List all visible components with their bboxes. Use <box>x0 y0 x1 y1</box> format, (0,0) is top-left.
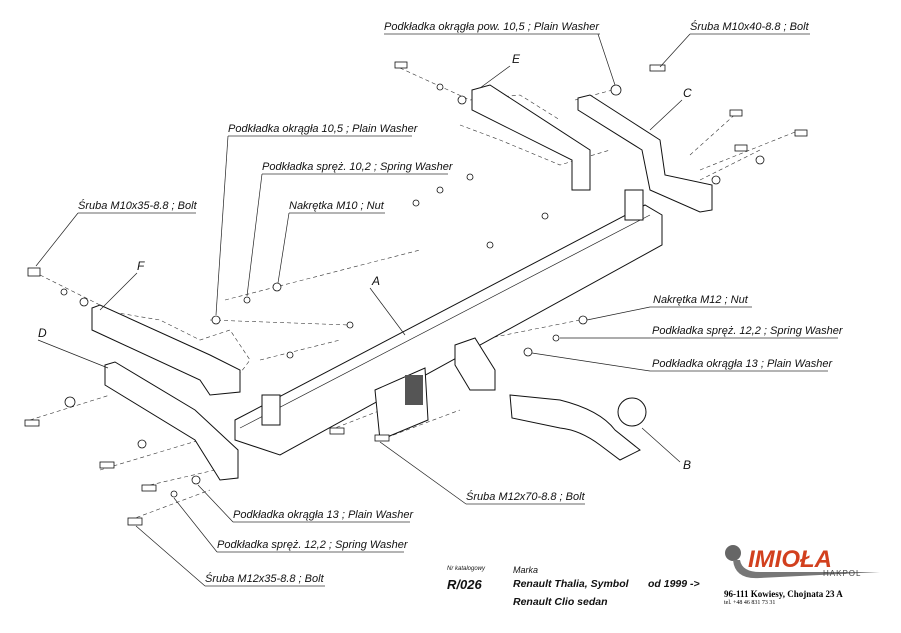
callout-bolt-m12x35: Śruba M12x35-8.8 ; Bolt <box>135 525 325 587</box>
svg-text:Podkładka spręż. 10,2 ; Spring: Podkładka spręż. 10,2 ; Spring Washer <box>262 161 454 173</box>
callout-bolt-m10x40: Śruba M10x40-8.8 ; Bolt <box>659 20 810 68</box>
svg-text:Śruba M12x70-8.8 ; Bolt: Śruba M12x70-8.8 ; Bolt <box>466 490 586 503</box>
svg-text:HAKPOL: HAKPOL <box>823 569 861 578</box>
tow-ball <box>617 397 647 427</box>
company-phone: tel. +48 46 831 73 31 <box>724 600 776 606</box>
callout-nut-m12: Nakrętka M12 ; Nut <box>586 294 752 321</box>
bracket-c <box>577 94 713 213</box>
bar-end-plate-left <box>261 394 281 426</box>
svg-text:Podkładka okrągła 10,5 ; Plain: Podkładka okrągła 10,5 ; Plain Washer <box>228 123 419 135</box>
svg-text:Podkładka okrągła pow. 10,5 ;: Podkładka okrągła pow. 10,5 ; Plain Wash… <box>384 21 600 33</box>
fasteners <box>24 61 808 526</box>
catalog-number: R/026 <box>447 577 482 592</box>
model-2: Renault Clio sedan <box>513 596 608 608</box>
svg-text:Nakrętka M12 ; Nut: Nakrętka M12 ; Nut <box>653 294 749 306</box>
company-address: 96-111 Kowiesy, Chojnata 23 A <box>724 589 843 599</box>
callout-washer-13-left: Podkładka okrągła 13 ; Plain Washer <box>197 484 415 523</box>
callout-washer-top: Podkładka okrągła pow. 10,5 ; Plain Wash… <box>384 21 616 86</box>
catalog-label: Nr katalogowy <box>447 566 486 572</box>
bracket-d <box>104 361 239 481</box>
year-range: od 1999 -> <box>648 578 700 590</box>
tow-ball-neck-b <box>509 394 641 461</box>
bar-end-plate-right <box>624 189 644 221</box>
bracket-f <box>91 304 241 396</box>
callout-bolt-m10x35: Śruba M10x35-8.8 ; Bolt <box>35 199 198 267</box>
svg-text:Podkładka okrągła 13 ; Plain W: Podkładka okrągła 13 ; Plain Washer <box>652 358 834 370</box>
svg-text:Nakrętka M10 ; Nut: Nakrętka M10 ; Nut <box>289 200 385 212</box>
part-letter-d: D <box>38 326 47 340</box>
brand-label: Marka <box>513 565 539 575</box>
callout-nut-m10: Nakrętka M10 ; Nut <box>277 200 385 284</box>
callout-washer-13-right: Podkładka okrągła 13 ; Plain Washer <box>531 352 834 372</box>
callout-spring-12-2-left: Podkładka spręż. 12,2 ; Spring Washer <box>173 497 409 553</box>
company-logo: IMIOŁA HAKPOL <box>725 545 880 579</box>
svg-text:Podkładka spręż. 12,2 ; Spring: Podkładka spręż. 12,2 ; Spring Washer <box>652 325 844 337</box>
bracket-e <box>471 84 591 191</box>
svg-text:Śruba M12x35-8.8 ; Bolt: Śruba M12x35-8.8 ; Bolt <box>205 572 325 585</box>
svg-text:Podkładka spręż. 12,2 ; Spring: Podkładka spręż. 12,2 ; Spring Washer <box>217 539 409 551</box>
svg-text:Podkładka okrągła 13 ; Plain W: Podkładka okrągła 13 ; Plain Washer <box>233 509 415 521</box>
part-letter-f: F <box>137 259 145 273</box>
crossbar-a <box>234 204 663 456</box>
part-letter-b: B <box>683 458 691 472</box>
callout-bolt-m12x70: Śruba M12x70-8.8 ; Bolt <box>379 441 586 505</box>
callout-washer-10-5: Podkładka okrągła 10,5 ; Plain Washer <box>215 123 419 316</box>
info-sticker <box>405 375 423 405</box>
callout-spring-12-2-right: Podkładka spręż. 12,2 ; Spring Washer <box>560 325 844 339</box>
part-letter-a: A <box>371 274 380 288</box>
callout-spring-10-2: Podkładka spręż. 10,2 ; Spring Washer <box>246 161 454 297</box>
svg-text:Śruba M10x40-8.8 ; Bolt: Śruba M10x40-8.8 ; Bolt <box>690 20 810 33</box>
svg-text:Śruba M10x35-8.8 ; Bolt: Śruba M10x35-8.8 ; Bolt <box>78 199 198 212</box>
model-1: Renault Thalia, Symbol <box>513 578 629 590</box>
svg-text:IMIOŁA: IMIOŁA <box>748 546 832 573</box>
ball-mount-bracket <box>454 337 496 391</box>
part-letter-c: C <box>683 86 692 100</box>
part-letter-e: E <box>512 52 521 66</box>
